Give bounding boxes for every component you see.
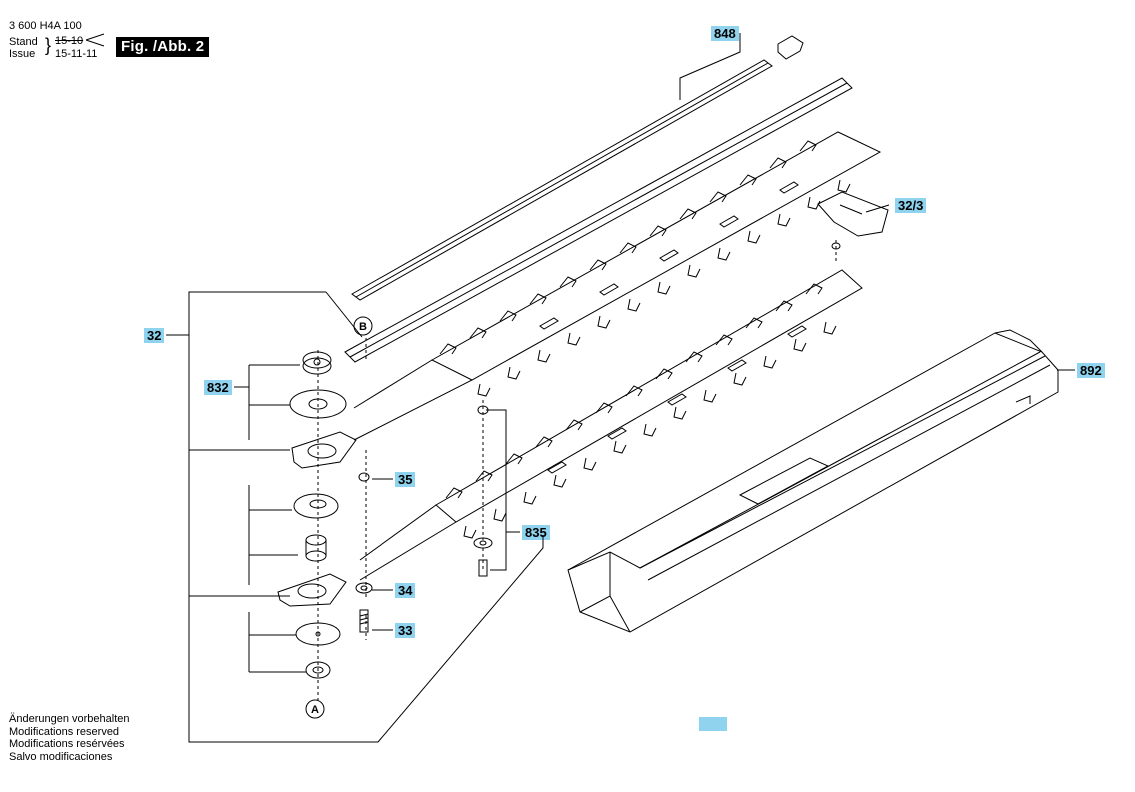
marker-a: A (311, 704, 319, 716)
screw-33 (359, 609, 369, 633)
bracket-lower (248, 612, 306, 673)
bearing-top-bore (313, 358, 321, 366)
marker-b: B (359, 321, 367, 333)
screw-835 (478, 559, 488, 577)
upper-blade-teeth-top (439, 140, 817, 355)
bearing-bottom (305, 661, 331, 679)
washer-835 (473, 537, 493, 549)
callout-34[interactable]: 34 (395, 583, 416, 598)
lower-blade-teeth-top (445, 283, 823, 499)
callout-32[interactable]: 32 (144, 328, 165, 343)
washer-34 (355, 582, 373, 594)
note-line: Modifications resérvées (9, 738, 125, 750)
bracket-832 (248, 364, 300, 440)
note-line: Salvo modificaciones (9, 750, 113, 763)
guard-892-tip (994, 329, 1043, 353)
guide-channel (344, 77, 853, 363)
callout-32-3[interactable]: 32/3 (895, 198, 927, 213)
bearing-bottom-bore (312, 666, 324, 674)
guide-channel-edge (349, 82, 848, 358)
spacer-835 (477, 405, 489, 415)
leader-848 (679, 33, 741, 100)
note-line: Änderungen vorbehalten (9, 713, 130, 725)
guide-plate-pin (831, 242, 841, 250)
washer-lower (295, 622, 341, 646)
lower-drive-plate-hole (297, 583, 327, 599)
callout-892[interactable]: 892 (1077, 363, 1105, 378)
guard-892-ribs (639, 355, 1051, 581)
bearing-top (302, 357, 332, 375)
callout-848[interactable]: 848 (711, 26, 739, 41)
guide-plate-slot (839, 204, 863, 215)
figure-badge: Fig. /Abb. 2 (116, 37, 210, 57)
bracket-top-diagonal (325, 291, 363, 338)
upper-drive-plate (291, 431, 357, 469)
guard-892-top-edge (567, 351, 1041, 571)
eccentric-pin-sides (305, 540, 327, 556)
upper-drive-plate-hole (307, 443, 337, 459)
upper-blade-shank-lower (353, 379, 473, 441)
brace-glyph: } (45, 35, 52, 55)
guard-892-front (579, 595, 631, 633)
guard-892 (567, 332, 1059, 633)
guard-892-window (738, 457, 830, 505)
strike-mark (85, 33, 105, 47)
leader-32-3 (865, 204, 890, 213)
washer-832-inner (308, 398, 328, 410)
lower-blade-shank (359, 504, 437, 561)
lower-blade-teeth-bottom (463, 321, 837, 539)
callout-blank (699, 717, 727, 731)
marker-b-circle (353, 316, 373, 336)
eccentric-plate (293, 493, 339, 519)
issue-date: 15-11-11 (55, 48, 98, 60)
washer-lower-hole (315, 631, 321, 637)
end-cap-848 (777, 35, 804, 60)
callout-832[interactable]: 832 (204, 380, 232, 395)
guard-892-tab (1015, 395, 1031, 404)
lower-drive-plate (277, 573, 347, 607)
note-line: Modifications reserved (9, 725, 120, 738)
bracket-dividers (189, 449, 290, 597)
spacer-35 (358, 472, 370, 482)
bracket-835 (486, 409, 507, 571)
rail-848 (351, 59, 773, 301)
issue-label: Issue (9, 48, 36, 60)
lower-blade (435, 269, 863, 523)
lower-blade-shank-lower (359, 521, 457, 581)
upper-blade-teeth-bottom (477, 179, 851, 397)
bracket-middle (248, 485, 298, 585)
eccentric-pin-top (305, 534, 327, 546)
guide-plate-32-3 (817, 191, 889, 237)
screw-33-thread (359, 613, 369, 625)
upper-blade-slots (539, 181, 799, 330)
washer-34-hole (360, 585, 368, 591)
callout-35[interactable]: 35 (395, 472, 416, 487)
stand-date: 15-10 (55, 35, 84, 47)
upper-blade (430, 131, 882, 381)
bearing-top-face (302, 351, 332, 369)
upper-blade-shank (353, 359, 433, 409)
eccentric-plate-hole (309, 499, 327, 509)
washer-835-hole (479, 540, 487, 546)
marker-a-circle (305, 699, 325, 719)
rail-848-edge (355, 62, 769, 298)
modification-notes: Änderungen vorbehalten Modifications res… (9, 713, 129, 763)
bracket-32 (188, 291, 544, 743)
lower-blade-slots (547, 325, 807, 474)
eccentric-pin-base (305, 550, 327, 562)
part-number: 3 600 H4A 100 (9, 20, 82, 32)
stand-label: Stand (9, 36, 38, 48)
washer-832 (289, 389, 347, 419)
callout-33[interactable]: 33 (395, 623, 416, 638)
